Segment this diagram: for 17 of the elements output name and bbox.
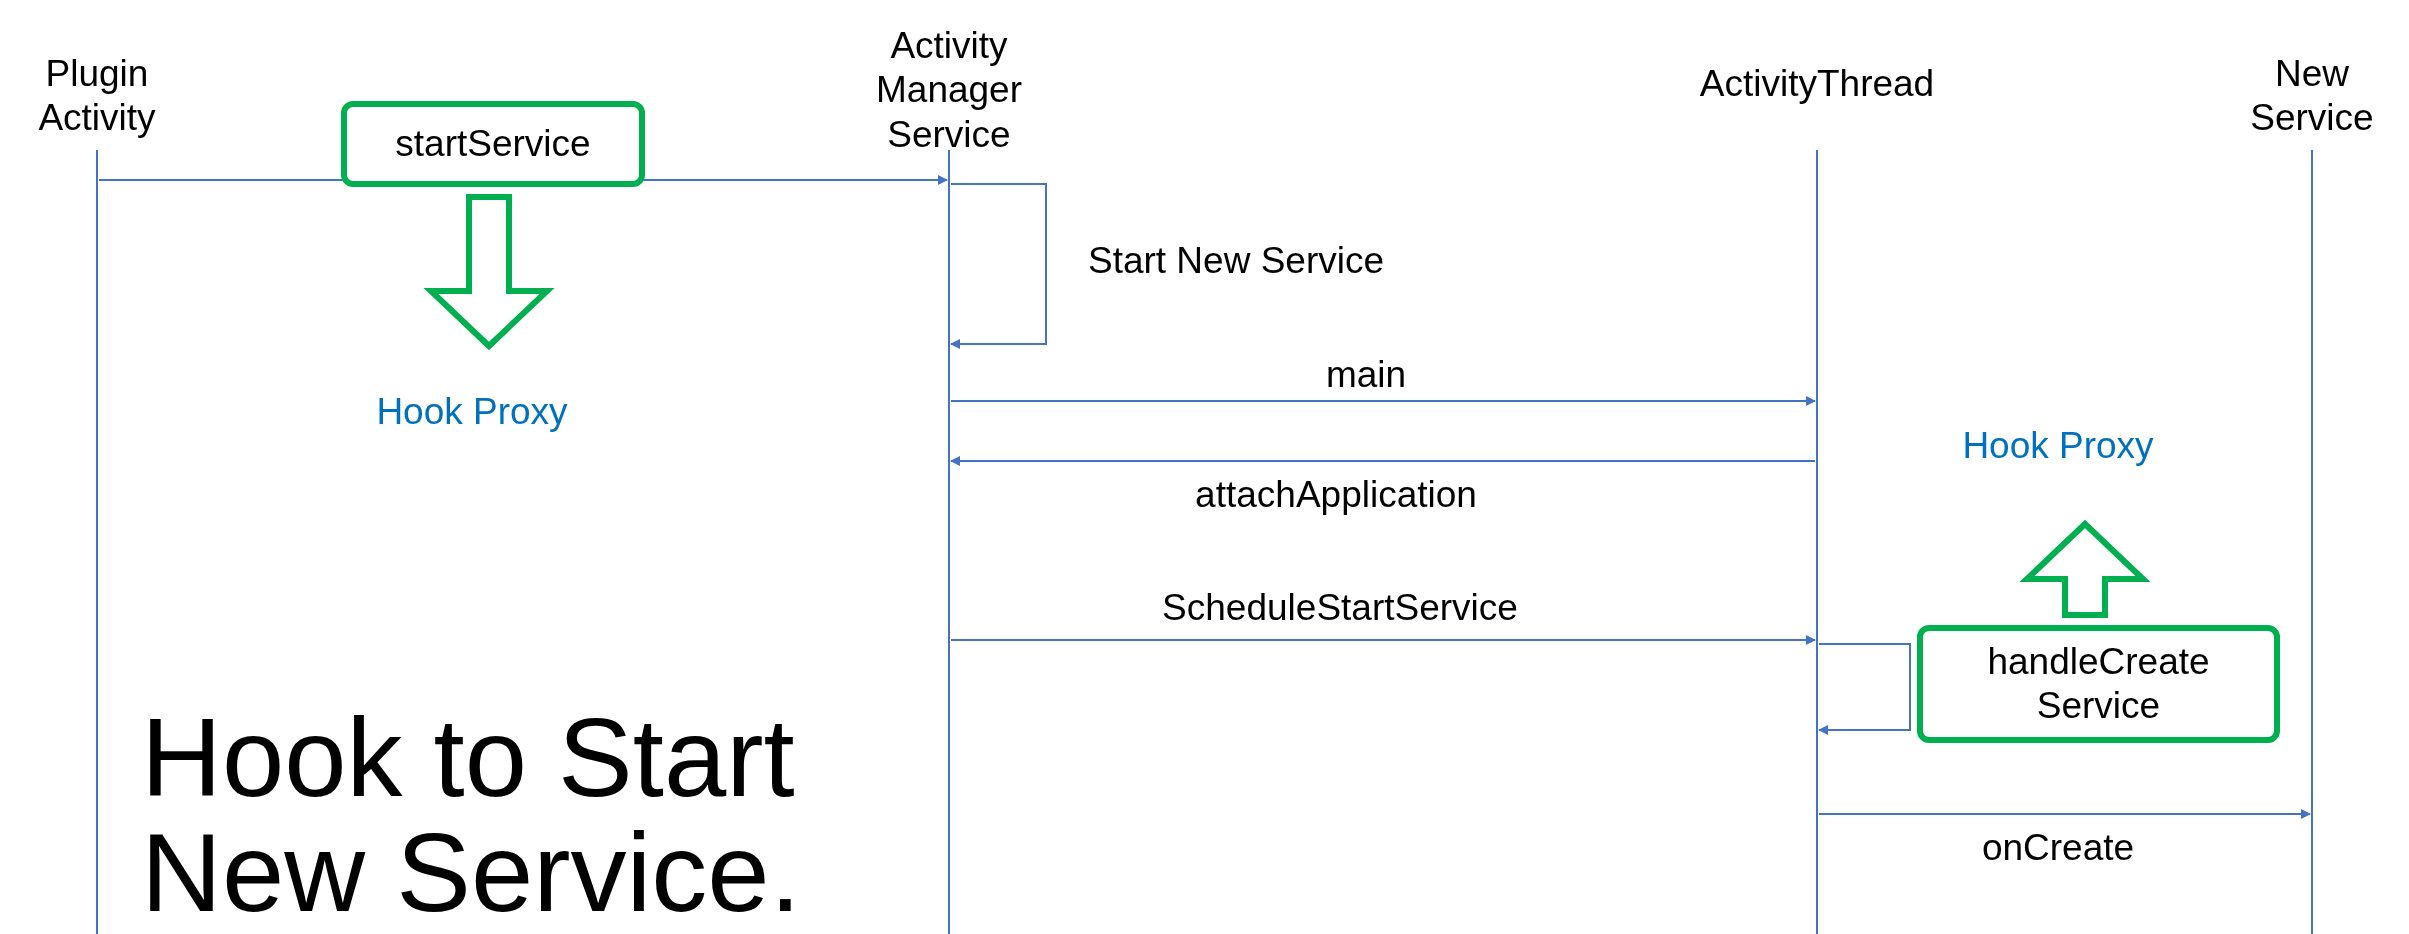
message-arrow	[1818, 643, 1911, 735]
participant-label: New Service	[2249, 52, 2375, 141]
block-arrow	[2019, 519, 2151, 618]
message-arrow	[950, 635, 1816, 645]
message-arrow	[950, 183, 1047, 349]
block-arrow	[423, 194, 555, 351]
message-arrow	[950, 456, 1816, 466]
message-arrow	[950, 396, 1816, 406]
hook-label: Hook Proxy	[352, 390, 592, 440]
hook-label: Hook Proxy	[1938, 424, 2178, 474]
participant-label: Plugin Activity	[37, 52, 157, 141]
participant-label: ActivityThread	[1698, 62, 1936, 106]
method-box: startService	[341, 101, 645, 187]
participant-label: Activity Manager Service	[875, 24, 1023, 157]
method-box: handleCreate Service	[1917, 625, 2280, 743]
diagram-heading: Hook to Start New Service.	[141, 700, 802, 931]
message-arrow	[1818, 809, 2311, 819]
